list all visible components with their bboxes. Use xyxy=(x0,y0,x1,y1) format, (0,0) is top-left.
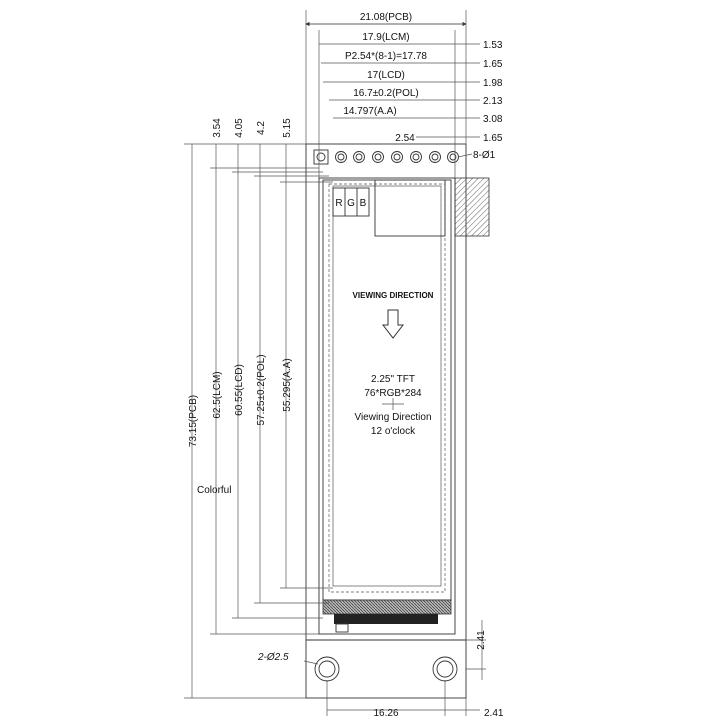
dim-right-5: 3.08 xyxy=(483,114,503,125)
dim-pol-height: 57.25±0.2(POL) xyxy=(256,354,267,425)
dim-pin-pitch: 2.54 xyxy=(395,133,415,144)
mount-holes-label: 2-Ø2.5 xyxy=(257,652,289,663)
rgb-g: G xyxy=(347,198,355,209)
dim-aa-width: 14.797(A.A) xyxy=(343,106,396,117)
dim-pcb-width: 21.08(PCB) xyxy=(360,12,412,23)
dim-lcm-width: 17.9(LCM) xyxy=(362,32,409,43)
rgb-b: B xyxy=(360,198,367,209)
mount-holes xyxy=(314,656,458,682)
corner-window xyxy=(374,179,446,237)
hatched-block xyxy=(454,177,490,237)
pcb-outline xyxy=(305,143,467,699)
arrow-down-icon xyxy=(381,309,405,339)
model-text: 2.25" TFT xyxy=(371,374,415,385)
dim-hole-spacing: 16.26 xyxy=(373,708,398,719)
pin-holes xyxy=(313,149,459,165)
top-dimensions: 21.08(PCB) 17.9(LCM) 1.53 P2.54*(8-1)=17… xyxy=(305,10,503,178)
dim-lcd-width: 17(LCD) xyxy=(367,70,405,81)
offset-1: 3.54 xyxy=(212,118,223,138)
dim-right-3: 1.98 xyxy=(483,78,503,89)
dim-right-4: 2.13 xyxy=(483,96,503,107)
dim-pol-width: 16.7±0.2(POL) xyxy=(353,88,419,99)
bottom-hatched-band xyxy=(322,599,452,615)
dim-pcb-height: 73.15(PCB) xyxy=(188,395,199,447)
viewing-direction-text: Viewing Direction xyxy=(354,412,431,423)
offset-2: 4.05 xyxy=(234,118,245,138)
dim-right-6: 1.65 xyxy=(483,133,503,144)
dim-pitch: P2.54*(8-1)=17.78 xyxy=(345,51,427,62)
offset-4: 5.15 xyxy=(282,118,293,138)
dim-bottom-right: 2.41 xyxy=(484,708,504,719)
dim-side-offset: 2.41 xyxy=(476,630,487,650)
rgb-box: R G B xyxy=(332,187,370,217)
left-dimensions: 73.15(PCB) 62.5(LCM) 60.55(LCD) 57.25±0.… xyxy=(184,118,333,699)
offset-3: 4.2 xyxy=(256,121,267,135)
bottom-dimensions: 16.26 2.41 2.41 xyxy=(326,620,504,719)
dim-lcm-height: 62.5(LCM) xyxy=(212,371,223,418)
viewing-direction-title: VIEWING DIRECTION xyxy=(353,291,434,300)
dim-right-1: 1.53 xyxy=(483,40,503,51)
fpc-connector xyxy=(334,614,438,624)
resolution-text: 76*RGB*284 xyxy=(364,388,422,399)
pin-holes-label: 8-Ø1 xyxy=(473,150,496,161)
rgb-r: R xyxy=(335,198,342,209)
dim-right-2: 1.65 xyxy=(483,59,503,70)
dim-lcd-height: 60.55(LCD) xyxy=(234,364,245,416)
dim-aa-height: 55.295(A.A) xyxy=(282,358,293,411)
colorful-label: Colorful xyxy=(197,485,231,496)
clock-text: 12 o'clock xyxy=(371,426,416,437)
